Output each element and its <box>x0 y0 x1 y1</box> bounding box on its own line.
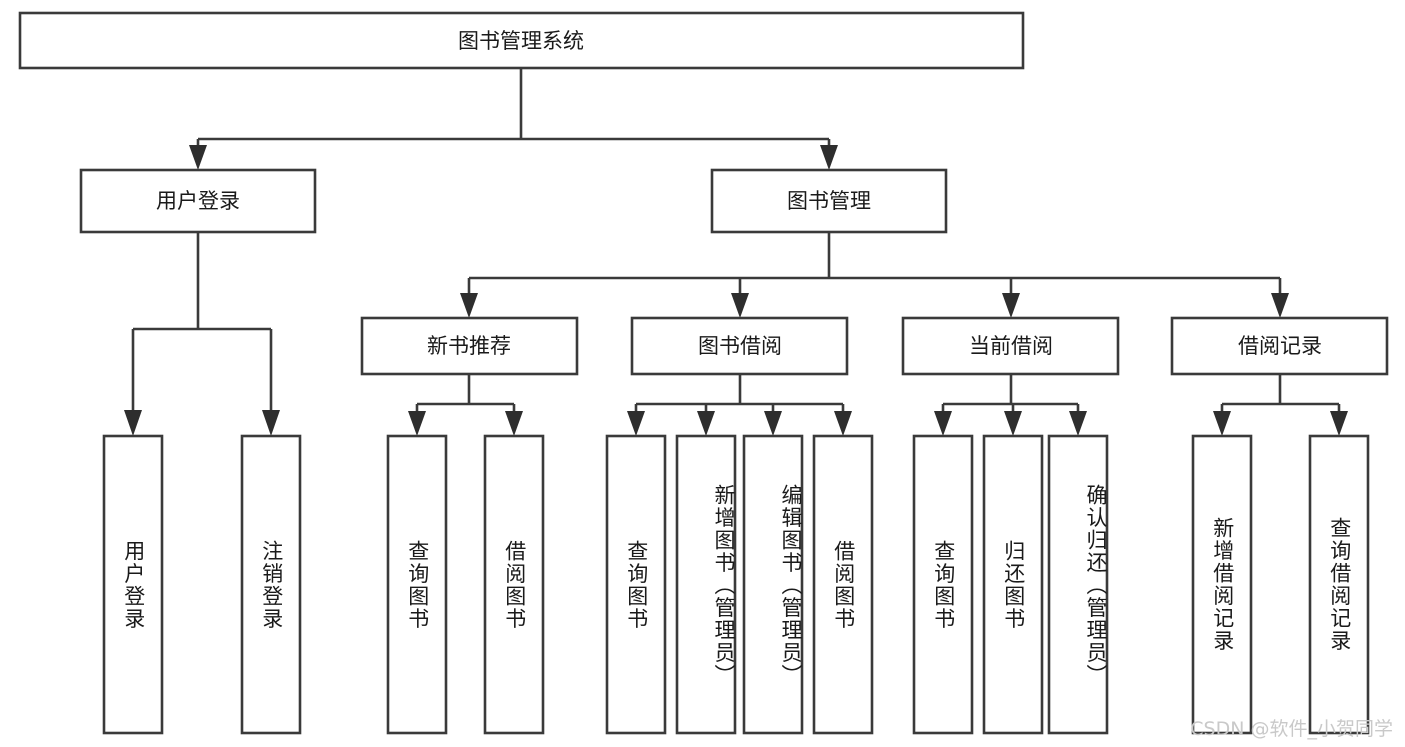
connector-group-new-book-recommend <box>408 374 523 436</box>
arrow-head-leaf-logout-login <box>262 410 280 436</box>
leaf-logout-login-rect[interactable] <box>240 434 302 735</box>
leaf-query-record-rect[interactable] <box>1308 434 1370 735</box>
leaf-return-book-rect[interactable] <box>982 434 1044 735</box>
connector-group-borrow-record <box>1213 374 1348 436</box>
node-current-borrow-rect <box>901 316 1120 376</box>
node-book-management-label: 图书管理 <box>787 189 871 213</box>
arrow-head-current-borrow <box>1002 293 1020 318</box>
node-borrow-record[interactable]: 借阅记录 <box>1170 316 1389 376</box>
node-current-borrow[interactable]: 当前借阅 <box>901 316 1120 376</box>
arrow-head-leaf-query-book-3 <box>934 411 952 436</box>
node-current-borrow-label: 当前借阅 <box>969 334 1053 358</box>
leaf-query-book-1-rect[interactable] <box>386 434 448 735</box>
node-title[interactable]: 图书管理系统 <box>18 11 1025 70</box>
arrow-head-leaf-edit-book <box>764 411 782 436</box>
arrow-head-borrow-record <box>1271 293 1289 318</box>
connector-group-book-management <box>460 232 1289 318</box>
node-user-login[interactable]: 用户登录 <box>79 168 317 234</box>
node-book-borrow-label: 图书借阅 <box>698 334 782 358</box>
leaf-edit-book-rect[interactable] <box>742 434 804 735</box>
leaf-confirm-return-rect[interactable] <box>1047 434 1109 735</box>
node-book-management-rect <box>710 168 948 234</box>
arrow-head-user-login <box>189 145 207 170</box>
leaf-add-record-rect[interactable] <box>1191 434 1253 735</box>
leaf-boxes <box>102 434 1370 735</box>
leaf-user-login-rect[interactable] <box>102 434 164 735</box>
arrow-head-leaf-add-record <box>1213 411 1231 436</box>
node-new-book-recommend[interactable]: 新书推荐 <box>360 316 579 376</box>
leaf-borrow-book-1-rect[interactable] <box>483 434 545 735</box>
node-borrow-record-rect <box>1170 316 1389 376</box>
arrow-head-new-book-recommend <box>460 293 478 318</box>
node-new-book-recommend-label: 新书推荐 <box>427 334 511 358</box>
node-title-label: 图书管理系统 <box>458 29 584 53</box>
leaf-query-book-3-rect[interactable] <box>912 434 974 735</box>
node-book-borrow-rect <box>630 316 849 376</box>
leaf-borrow-book-2-rect[interactable] <box>812 434 874 735</box>
arrow-head-leaf-user-login <box>124 410 142 436</box>
node-user-login-label: 用户登录 <box>156 189 240 213</box>
node-book-borrow[interactable]: 图书借阅 <box>630 316 849 376</box>
connector-group-user-login <box>124 232 280 436</box>
leaf-add-book-rect[interactable] <box>675 434 737 735</box>
arrow-head-leaf-query-record <box>1330 411 1348 436</box>
arrow-head-leaf-borrow-book-1 <box>505 411 523 436</box>
node-user-login-rect <box>79 168 317 234</box>
node-book-management[interactable]: 图书管理 <box>710 168 948 234</box>
node-new-book-recommend-rect <box>360 316 579 376</box>
arrow-head-leaf-return-book <box>1004 411 1022 436</box>
connector-group-book-borrow <box>627 374 852 436</box>
connector-group-current-borrow <box>934 374 1087 436</box>
connector-group-root <box>189 68 838 170</box>
arrow-head-leaf-confirm-return <box>1069 411 1087 436</box>
arrow-head-leaf-query-book-2 <box>627 411 645 436</box>
arrow-head-leaf-query-book-1 <box>408 411 426 436</box>
arrow-head-book-borrow <box>731 293 749 318</box>
arrow-head-leaf-borrow-book-2 <box>834 411 852 436</box>
arrow-head-book-management <box>820 145 838 170</box>
node-title-rect <box>18 11 1025 70</box>
node-borrow-record-label: 借阅记录 <box>1238 334 1322 358</box>
leaf-query-book-2-rect[interactable] <box>605 434 667 735</box>
arrow-head-leaf-add-book <box>697 411 715 436</box>
csdn-watermark: CSDN @软件_小贺同学 <box>1190 718 1393 740</box>
